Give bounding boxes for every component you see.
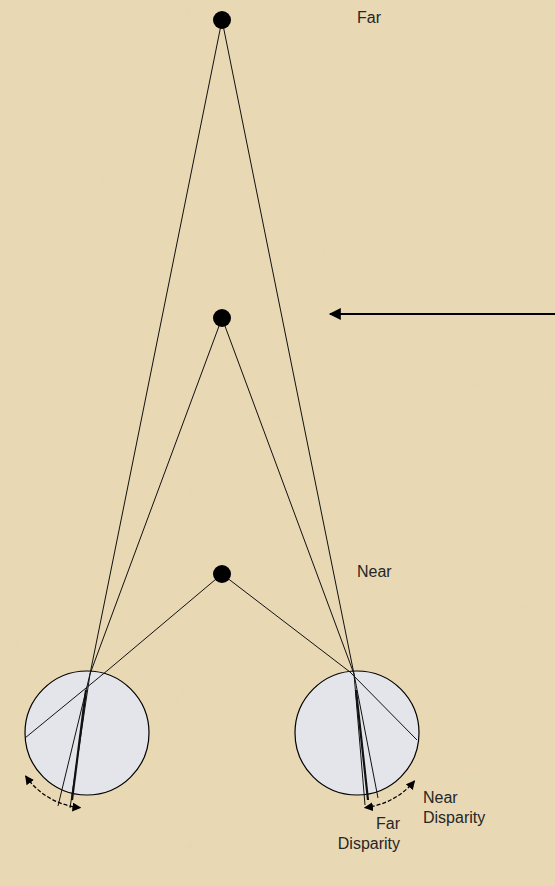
left-eye — [25, 671, 149, 795]
fixation-point — [213, 309, 231, 327]
far-ray — [222, 20, 365, 805]
disparity-arc — [365, 781, 415, 808]
disparity-arc — [26, 776, 81, 808]
far-ray — [70, 20, 222, 808]
text-label: Near — [357, 562, 437, 582]
pointer-arrow — [330, 313, 555, 315]
retinal-ray — [72, 690, 86, 800]
near-point — [213, 565, 231, 583]
retinal-ray — [356, 690, 368, 800]
text-label: Near Disparity — [423, 788, 499, 828]
far-point — [213, 11, 231, 29]
fixation-ray — [222, 318, 378, 798]
text-label: Far Disparity — [324, 814, 400, 854]
near-ray — [25, 574, 222, 738]
fixation-ray — [58, 318, 222, 806]
text-label: Far — [357, 8, 437, 28]
near-ray — [222, 574, 417, 740]
